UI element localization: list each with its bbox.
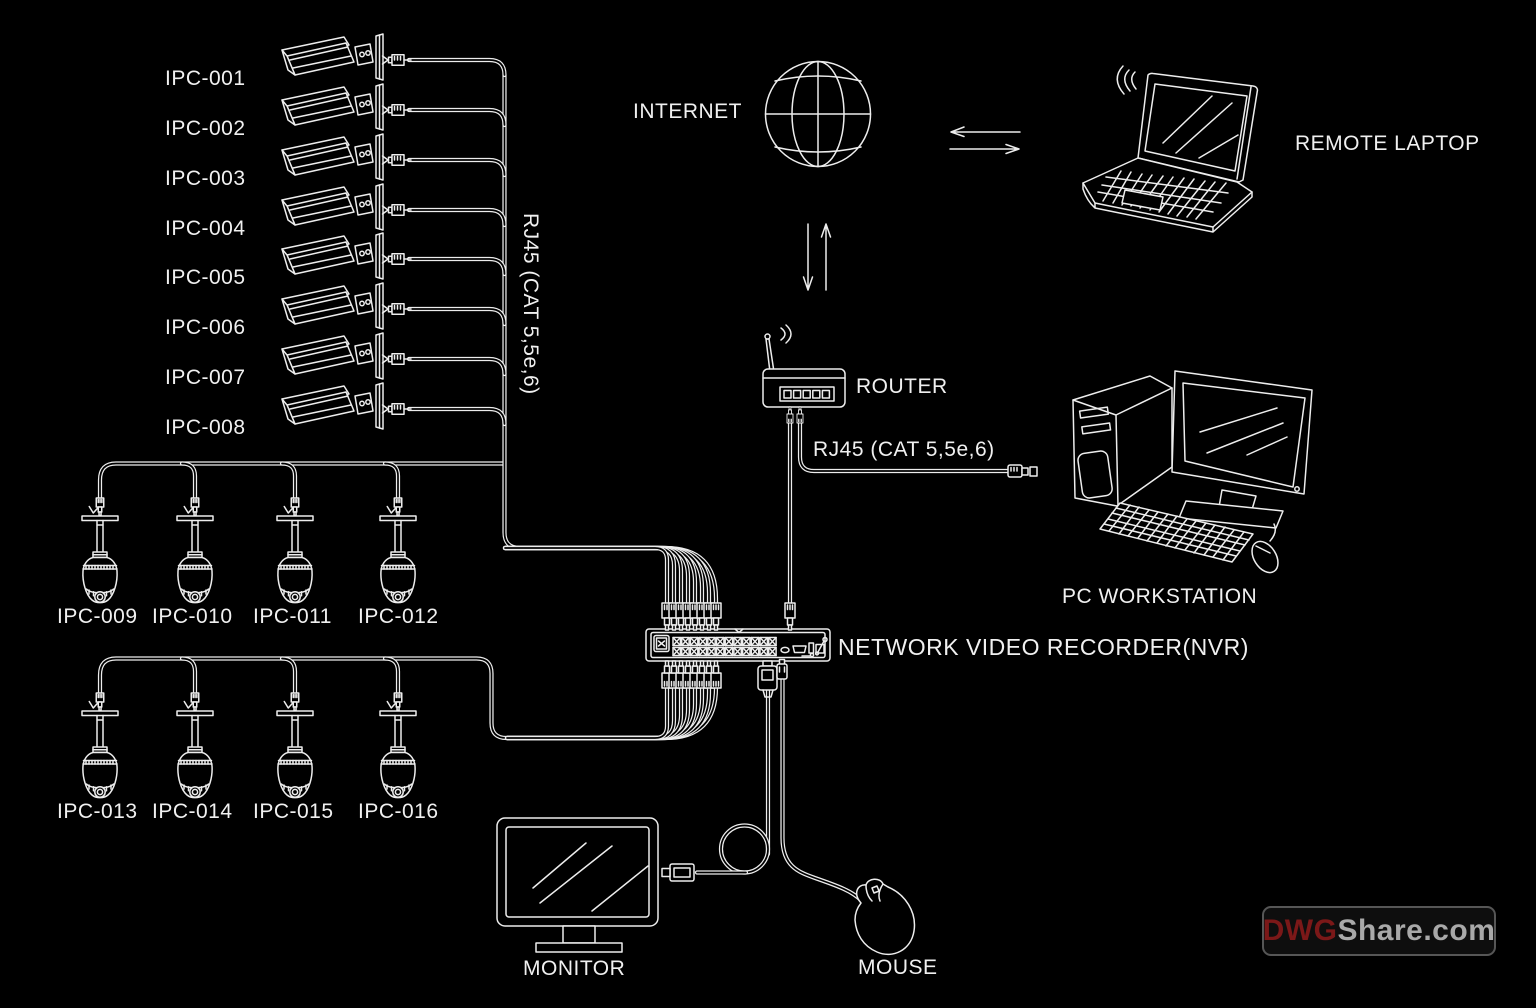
rj45-plug-icon: [381, 352, 412, 366]
mouse-label: MOUSE: [858, 956, 938, 979]
dome-camera-icon: [379, 515, 417, 604]
camera-label: IPC-012: [358, 605, 439, 628]
camera-label: IPC-003: [165, 167, 246, 190]
rj45-connector-icon: [1007, 464, 1038, 478]
camera-label: IPC-007: [165, 366, 246, 389]
camera-label: IPC-013: [57, 800, 138, 823]
dome-camera-icon: [81, 515, 119, 604]
rj45-plug-icon: [381, 103, 412, 117]
rj45-plug-icon: [381, 302, 412, 316]
router-icon: [762, 324, 1038, 478]
wifi-icon: [1116, 65, 1137, 95]
rj45-plug-icon: [786, 406, 794, 424]
nvr-io-ports: [780, 636, 828, 658]
dome-camera-icon: [176, 515, 214, 604]
camera-label: IPC-014: [152, 800, 233, 823]
bullet-camera-icon: [281, 332, 384, 380]
camera-label: IPC-002: [165, 117, 246, 140]
bullet-camera-group: [281, 33, 412, 430]
bullet-camera-icon: [281, 382, 384, 430]
bullet-camera-icon: [281, 282, 384, 330]
router-label: ROUTER: [856, 375, 948, 398]
bullet-camera-icon: [281, 83, 384, 131]
touchpad: [1121, 189, 1164, 211]
monitor-icon: [1171, 370, 1313, 495]
dome-camera-group: [81, 497, 417, 799]
rj45-plug-icon: [381, 153, 412, 167]
internet-globe-icon: [764, 60, 872, 168]
nvr-label: NETWORK VIDEO RECORDER(NVR): [838, 634, 1249, 660]
internet-label: INTERNET: [633, 100, 742, 123]
nvr-icon: [645, 602, 831, 698]
camera-label: IPC-016: [358, 800, 439, 823]
dome-camera-icon: [276, 710, 314, 799]
rj45-plug-icon: [386, 692, 403, 712]
rj45-plug-icon: [710, 660, 722, 689]
camera-label: IPC-011: [253, 605, 332, 628]
rj45-plug-icon: [88, 497, 105, 517]
rj45-plug-icon: [381, 252, 412, 266]
bidirectional-arrows-vertical: [802, 223, 832, 291]
remote-laptop-label: REMOTE LAPTOP: [1295, 132, 1480, 155]
dome-camera-icon: [176, 710, 214, 799]
pc-workstation-label: PC WORKSTATION: [1062, 585, 1258, 608]
watermark-prefix: DWG: [1262, 914, 1338, 947]
camera-label: IPC-004: [165, 217, 246, 240]
watermark-suffix: Share.com: [1337, 914, 1496, 947]
wifi-icon: [780, 324, 792, 344]
rj45-plug-icon: [283, 692, 300, 712]
rj45-plug-icon: [183, 692, 200, 712]
bullet-camera-icon: [281, 232, 384, 280]
video-plug-icon: [661, 863, 695, 882]
usb-plug-icon: [776, 658, 788, 680]
rj45-plug-icon: [386, 497, 403, 517]
camera-label: IPC-008: [165, 416, 246, 439]
rj45-plug-icon: [796, 406, 804, 424]
rj45-plug-icon: [283, 497, 300, 517]
pc-workstation-icon: [1072, 370, 1313, 574]
rj45-plug-icon: [710, 602, 722, 631]
rj45-plug-icon: [784, 602, 796, 631]
trunk-cable-label: RJ45 (CAT 5,5e,6): [519, 213, 542, 395]
bullet-camera-icon: [281, 33, 384, 81]
camera-label: IPC-005: [165, 266, 246, 289]
camera-label: IPC-009: [57, 605, 138, 628]
mouse-icon: [1251, 523, 1279, 574]
camera-label: IPC-006: [165, 316, 246, 339]
remote-laptop-icon: [1082, 65, 1259, 233]
bullet-camera-icon: [281, 183, 384, 231]
video-connector-icon: [757, 660, 778, 698]
dome-camera-icon: [276, 515, 314, 604]
bullet-camera-icon: [281, 133, 384, 181]
rj45-plug-icon: [88, 692, 105, 712]
monitor-icon: [496, 817, 695, 953]
power-inlet-icon: [653, 634, 670, 653]
rj45-plug-icon: [183, 497, 200, 517]
mouse-icon: [854, 878, 916, 956]
rj45-plug-icon: [381, 203, 412, 217]
camera-label: IPC-001: [165, 67, 246, 90]
camera-label: IPC-010: [152, 605, 233, 628]
dome-camera-icon: [81, 710, 119, 799]
rj45-plug-icon: [381, 402, 412, 416]
camera-label: IPC-015: [253, 800, 334, 823]
dome-camera-icon: [379, 710, 417, 799]
rj45-plug-icon: [381, 53, 412, 67]
router-cable-label: RJ45 (CAT 5,5e,6): [813, 438, 995, 461]
monitor-label: MONITOR: [523, 957, 626, 980]
bidirectional-arrows-horizontal: [949, 126, 1021, 155]
